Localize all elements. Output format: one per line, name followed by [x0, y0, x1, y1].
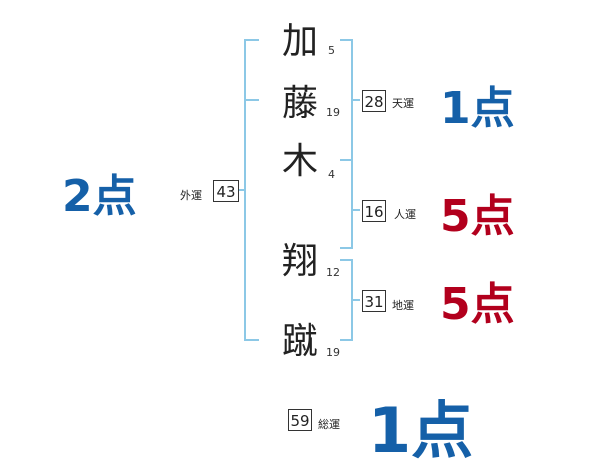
- jinun-value-box: 16: [362, 200, 386, 222]
- souun-score: 1点: [368, 394, 474, 467]
- chiun-bracket: [340, 259, 360, 341]
- stroke-count-5: 19: [326, 346, 340, 359]
- stroke-count-1: 5: [328, 44, 335, 57]
- jinun-score: 5点: [440, 191, 515, 242]
- gaiun-label: 外運: [180, 189, 202, 202]
- name-char-5: 蹴: [281, 321, 318, 362]
- name-char-4: 翔: [281, 241, 318, 282]
- gaiun-score: 2点: [62, 171, 137, 222]
- chiun-label: 地運: [392, 299, 414, 312]
- souun-label: 総運: [318, 418, 340, 431]
- stroke-count-2: 19: [326, 106, 340, 119]
- stroke-count-4: 12: [326, 266, 340, 279]
- stroke-count-3: 4: [328, 168, 335, 181]
- tenun-bracket: [340, 39, 360, 161]
- name-char-1: 加: [281, 21, 318, 62]
- tenun-score: 1点: [440, 83, 515, 134]
- souun-value-box: 59: [288, 409, 312, 431]
- outer-bracket: [238, 39, 259, 341]
- gaiun-value-box: 43: [213, 180, 239, 202]
- jinun-bracket: [340, 159, 360, 249]
- chiun-score: 5点: [440, 279, 515, 330]
- chiun-value-box: 31: [362, 290, 386, 312]
- name-char-3: 木: [281, 141, 318, 182]
- jinun-label: 人運: [394, 208, 416, 221]
- name-char-2: 藤: [281, 83, 318, 124]
- tenun-label: 天運: [392, 97, 414, 110]
- tenun-value-box: 28: [362, 90, 386, 112]
